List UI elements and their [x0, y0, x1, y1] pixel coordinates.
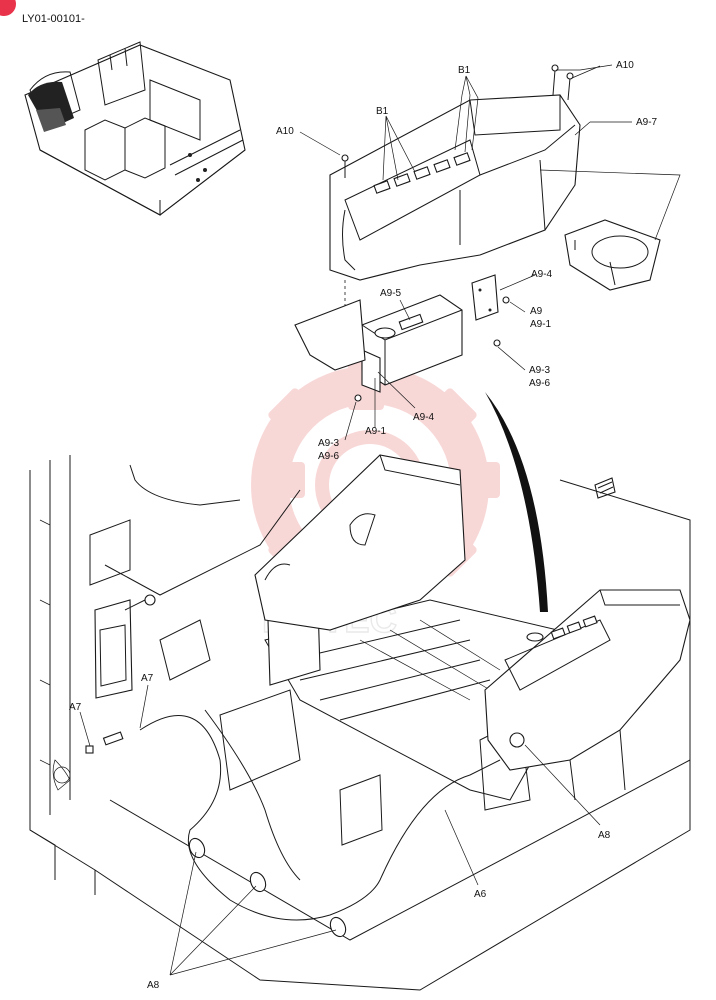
cab-frame [29, 455, 691, 991]
screw-a9-3-right [493, 339, 501, 347]
console-shell-lower [254, 454, 466, 631]
label-a9-5: A9-5 [380, 288, 402, 299]
clip-a7 [85, 745, 94, 754]
label-a9-6-right: A9-6 [529, 378, 551, 389]
console-bracket-right [564, 219, 661, 291]
corner-mark [0, 0, 16, 16]
label-a8-right: A8 [598, 830, 611, 841]
label-a10-top: A10 [616, 60, 634, 71]
label-b1-left: B1 [376, 106, 389, 117]
label-a9-4-top: A9-4 [531, 269, 553, 280]
label-a9-7: A9-7 [636, 117, 658, 128]
view-direction-icon [594, 477, 616, 499]
console-assembled [484, 589, 691, 801]
screw-a9-3-left [354, 394, 362, 402]
label-a9-1-mid: A9-1 [365, 426, 387, 437]
label-b1-top: B1 [458, 65, 471, 76]
leader-lines [79, 64, 681, 976]
label-a9: A9 [530, 306, 543, 317]
doc-code: LY01-00101- [22, 13, 85, 25]
grommets-a8 [188, 837, 347, 938]
mount-panel-left [294, 299, 366, 371]
label-a9-3-left: A9-3 [318, 438, 340, 449]
screw-a9 [502, 296, 510, 304]
label-a10-left: A10 [276, 126, 294, 137]
callout-labels: A10 A9-7 B1 A10 B1 A9-4 A9-5 A9 A9-1 A9-… [69, 60, 658, 991]
wire-harness [85, 709, 501, 921]
controller-box [361, 294, 463, 393]
label-a6: A6 [474, 889, 487, 900]
switch-row [373, 152, 471, 194]
label-a7-top: A7 [141, 673, 154, 684]
label-a8-bottom: A8 [147, 980, 160, 991]
cab-overview-thumbnail [24, 41, 246, 216]
connector-a7 [102, 731, 124, 746]
label-a9-3-right: A9-3 [529, 365, 551, 376]
label-a7-left: A7 [69, 702, 82, 713]
label-a9-6-left: A9-6 [318, 451, 340, 462]
assembly-arrow [485, 392, 548, 612]
label-a9-4-mid: A9-4 [413, 412, 435, 423]
bolts-a10 [341, 64, 574, 178]
mounting-plate [471, 274, 499, 321]
console-cover-upper [329, 94, 581, 320]
label-a9-1-right: A9-1 [530, 319, 552, 330]
